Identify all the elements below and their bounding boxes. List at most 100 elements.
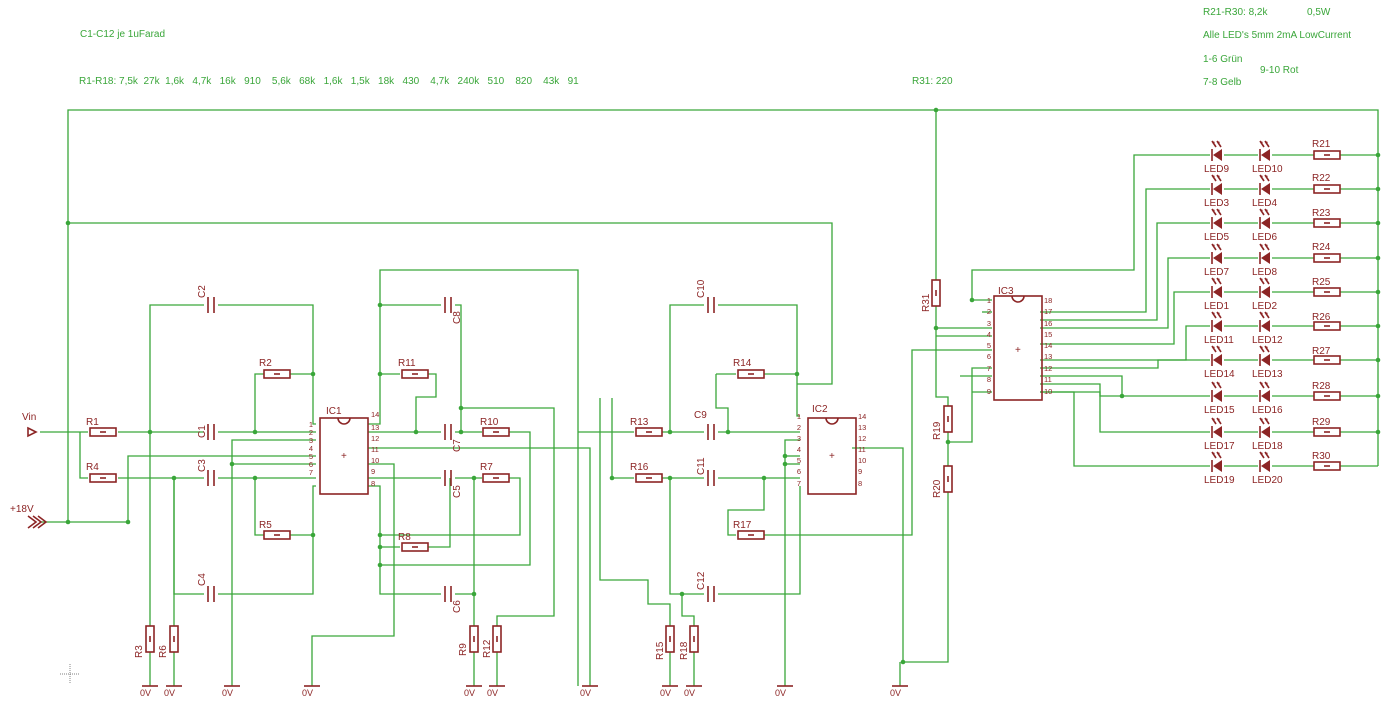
svg-text:11: 11 xyxy=(858,445,866,454)
junction-dot xyxy=(761,475,767,481)
svg-text:0V: 0V xyxy=(164,688,175,698)
gnd-symbol: 0V xyxy=(302,685,320,698)
led-led9: LED9 xyxy=(1204,140,1229,175)
gnd-symbol: 0V xyxy=(487,685,505,698)
svg-text:R5: R5 xyxy=(259,520,272,531)
led-led11: LED11 xyxy=(1204,311,1234,346)
svg-text:9: 9 xyxy=(987,387,991,396)
svg-text:0V: 0V xyxy=(890,688,901,698)
resistor-r29: R29 xyxy=(1312,417,1341,437)
capacitor-c6: C6 xyxy=(444,586,463,613)
svg-text:3: 3 xyxy=(987,319,991,328)
svg-text:10: 10 xyxy=(371,456,379,465)
svg-text:C4: C4 xyxy=(197,573,208,586)
svg-text:4: 4 xyxy=(797,445,801,454)
led-led18: LED18 xyxy=(1252,417,1283,452)
resistor-r4: R4 xyxy=(86,462,117,483)
junction-dot xyxy=(252,475,258,481)
svg-text:LED2: LED2 xyxy=(1252,301,1277,312)
svg-text:10: 10 xyxy=(858,456,866,465)
svg-text:0V: 0V xyxy=(222,688,233,698)
note-r21-r30: R21-R30: 8,2k xyxy=(1203,7,1268,18)
gnd-symbol: 0V xyxy=(890,685,908,698)
svg-text:C11: C11 xyxy=(696,457,707,475)
led-led13: LED13 xyxy=(1252,345,1283,380)
svg-text:C9: C9 xyxy=(694,410,707,421)
junction-dot xyxy=(229,461,235,467)
svg-text:R15: R15 xyxy=(655,641,666,660)
svg-text:LED3: LED3 xyxy=(1204,198,1229,209)
gnd-symbol: 0V xyxy=(464,685,482,698)
svg-text:9: 9 xyxy=(371,467,375,476)
svg-text:0V: 0V xyxy=(580,688,591,698)
svg-text:5: 5 xyxy=(987,341,991,350)
svg-text:18: 18 xyxy=(1044,296,1052,305)
capacitor-c4: C4 xyxy=(197,573,215,602)
resistor-r15: R15 xyxy=(655,625,675,660)
junction-dot xyxy=(65,220,71,226)
led-led4: LED4 xyxy=(1252,174,1277,209)
junction-dot xyxy=(310,371,316,377)
resistor-r30: R30 xyxy=(1312,451,1341,471)
capacitors: C1 C2 C3 C4 C5 C6 C7 C8 C9 C10 C11 C12 xyxy=(197,279,715,613)
svg-text:R24: R24 xyxy=(1312,242,1331,253)
resistor-r14: R14 xyxy=(733,358,765,379)
svg-text:LED18: LED18 xyxy=(1252,441,1283,452)
junction-dot xyxy=(1375,152,1381,158)
resistor-r28: R28 xyxy=(1312,381,1341,401)
svg-text:C5: C5 xyxy=(452,485,463,498)
svg-text:13: 13 xyxy=(1044,352,1052,361)
vcc-label: +18V xyxy=(10,504,34,515)
gnd-symbol: 0V xyxy=(684,685,702,698)
svg-text:5: 5 xyxy=(309,452,313,461)
vin-port: Vin xyxy=(22,412,38,438)
svg-text:LED20: LED20 xyxy=(1252,475,1283,486)
svg-text:LED19: LED19 xyxy=(1204,475,1235,486)
ic2-pins: 1 2 3 4 5 6 7 14 13 12 11 10 9 8 xyxy=(797,412,867,488)
junction-dot xyxy=(969,297,975,303)
junction-dot xyxy=(377,562,383,568)
svg-text:14: 14 xyxy=(858,412,866,421)
svg-text:2: 2 xyxy=(987,307,991,316)
resistor-r13: R13 xyxy=(630,417,663,437)
resistor-r25: R25 xyxy=(1312,277,1341,297)
capacitor-c5: C5 xyxy=(444,470,463,498)
junction-dot xyxy=(171,475,177,481)
ic1: + IC1 1 2 3 4 5 6 7 14 13 12 11 10 9 8 xyxy=(309,406,379,495)
svg-text:2: 2 xyxy=(797,423,801,432)
svg-text:11: 11 xyxy=(371,445,379,454)
junction-dot xyxy=(782,453,788,459)
svg-text:LED14: LED14 xyxy=(1204,369,1235,380)
svg-text:LED1: LED1 xyxy=(1204,301,1229,312)
junction-dot xyxy=(945,439,951,445)
resistor-r22: R22 xyxy=(1312,173,1341,194)
resistor-r16: R16 xyxy=(630,462,663,483)
svg-text:LED6: LED6 xyxy=(1252,232,1277,243)
note-resistors: R1-R18: 7,5k 27k 1,6k 4,7k 16k 910 5,6k … xyxy=(79,76,579,87)
svg-text:R25: R25 xyxy=(1312,277,1331,288)
svg-text:8: 8 xyxy=(858,479,862,488)
svg-text:0V: 0V xyxy=(684,688,695,698)
note-watt: 0,5W xyxy=(1307,7,1331,18)
junction-dot xyxy=(725,429,731,435)
svg-text:LED12: LED12 xyxy=(1252,335,1283,346)
led-led1: LED1 xyxy=(1204,277,1229,312)
ic3-label: IC3 xyxy=(998,286,1014,297)
junction-dot xyxy=(1375,357,1381,363)
ic3-pins: 1 2 3 4 5 6 7 8 9 18 17 16 15 14 13 12 1… xyxy=(987,296,1053,396)
svg-text:R22: R22 xyxy=(1312,173,1331,184)
junction-dot xyxy=(471,475,477,481)
svg-text:R4: R4 xyxy=(86,462,99,473)
svg-text:5: 5 xyxy=(797,456,801,465)
ic3: + IC3 1 2 3 4 5 6 7 8 9 18 17 16 15 14 1… xyxy=(987,286,1053,401)
gnd-symbol: 0V xyxy=(222,685,240,698)
led-led12: LED12 xyxy=(1252,311,1283,346)
junction-dot xyxy=(1375,393,1381,399)
junction-dot xyxy=(1375,429,1381,435)
resistor-r27: R27 xyxy=(1312,346,1341,365)
svg-text:LED5: LED5 xyxy=(1204,232,1229,243)
svg-text:11: 11 xyxy=(1044,375,1052,384)
led-led7: LED7 xyxy=(1204,243,1229,278)
svg-text:R21: R21 xyxy=(1312,139,1331,150)
capacitor-c1: C1 xyxy=(197,424,215,440)
